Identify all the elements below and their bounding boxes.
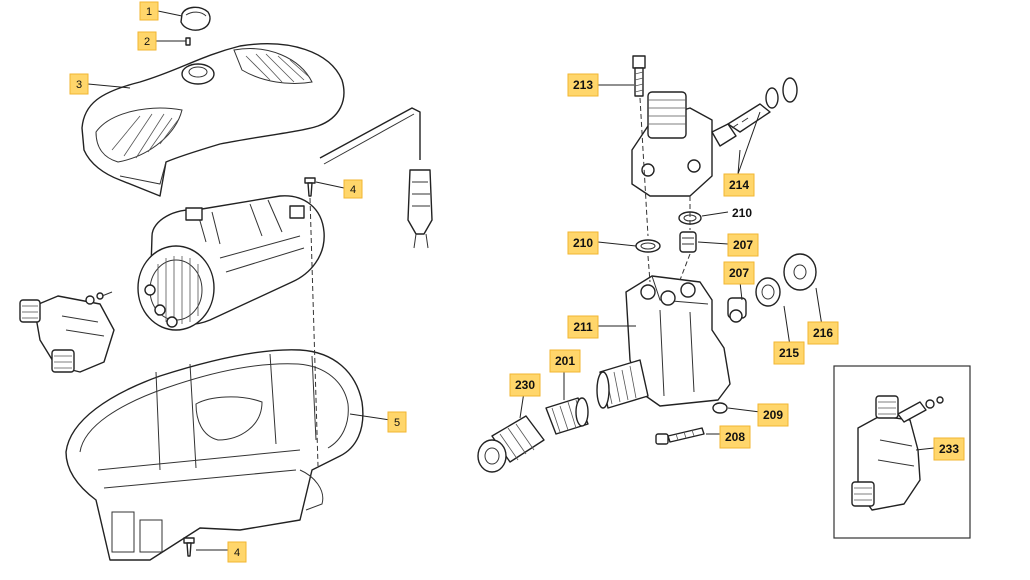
svg-text:210: 210 [732,206,752,220]
callout-213: 213 [567,73,599,97]
part-power-cable [319,107,433,249]
part-washer-209 [712,402,728,414]
svg-text:210: 210 [573,236,593,250]
part-valve-207-upper [679,231,697,253]
part-screw-upper [304,177,316,197]
callout-233: 233 [933,437,965,461]
callout-214: 214 [723,173,755,197]
part-knob [180,6,211,31]
part-seal-215 [755,277,781,307]
callout-4-lower: 4 [227,541,247,563]
part-screw-lower [183,537,195,557]
callout-2: 2 [137,31,157,51]
svg-text:215: 215 [779,346,799,360]
svg-text:1: 1 [146,6,152,18]
svg-text:5: 5 [394,417,400,429]
callout-209: 209 [757,403,789,427]
callout-4-upper: 4 [343,179,363,199]
svg-text:233: 233 [939,442,959,456]
svg-text:216: 216 [813,326,833,340]
svg-text:207: 207 [733,238,753,252]
callout-5: 5 [387,411,407,433]
callout-211: 211 [567,315,599,339]
part-washer-216 [783,253,817,291]
callout-208: 208 [719,425,751,449]
part-base-housing [65,349,364,561]
svg-text:209: 209 [763,408,783,422]
callout-216: 216 [807,321,839,345]
part-bolt-208 [655,427,705,445]
part-motor [137,195,325,331]
part-top-cover [81,43,345,197]
callout-201: 201 [549,349,581,373]
callout-3: 3 [69,73,89,95]
svg-text:207: 207 [729,266,749,280]
callout-210-right: 210 [732,206,752,220]
part-pump-body [596,275,731,409]
svg-text:211: 211 [573,320,593,334]
callout-215: 215 [773,341,805,365]
part-small-pump [19,291,115,373]
part-valve-head [631,77,798,197]
svg-text:230: 230 [515,378,535,392]
svg-text:4: 4 [350,184,356,196]
part-hose-connector-230 [477,415,545,473]
part-filter-201 [545,397,589,435]
part-bolt-213 [632,55,646,97]
part-o-ring-left [635,239,661,253]
callout-210-left: 210 [567,231,599,255]
inset-assembled-pump [833,365,971,539]
callout-207-upper: 207 [727,233,759,257]
svg-text:201: 201 [555,354,575,368]
svg-text:214: 214 [729,178,749,192]
svg-text:2: 2 [144,36,150,48]
callout-230: 230 [509,373,541,397]
leader-lines [87,10,935,551]
part-pin [185,37,191,46]
svg-text:3: 3 [76,79,82,91]
callout-1: 1 [139,1,159,21]
callout-207-lower: 207 [723,261,755,285]
svg-text:213: 213 [573,78,593,92]
svg-text:4: 4 [234,547,240,559]
svg-text:208: 208 [725,430,745,444]
part-valve-207-right [727,297,747,323]
